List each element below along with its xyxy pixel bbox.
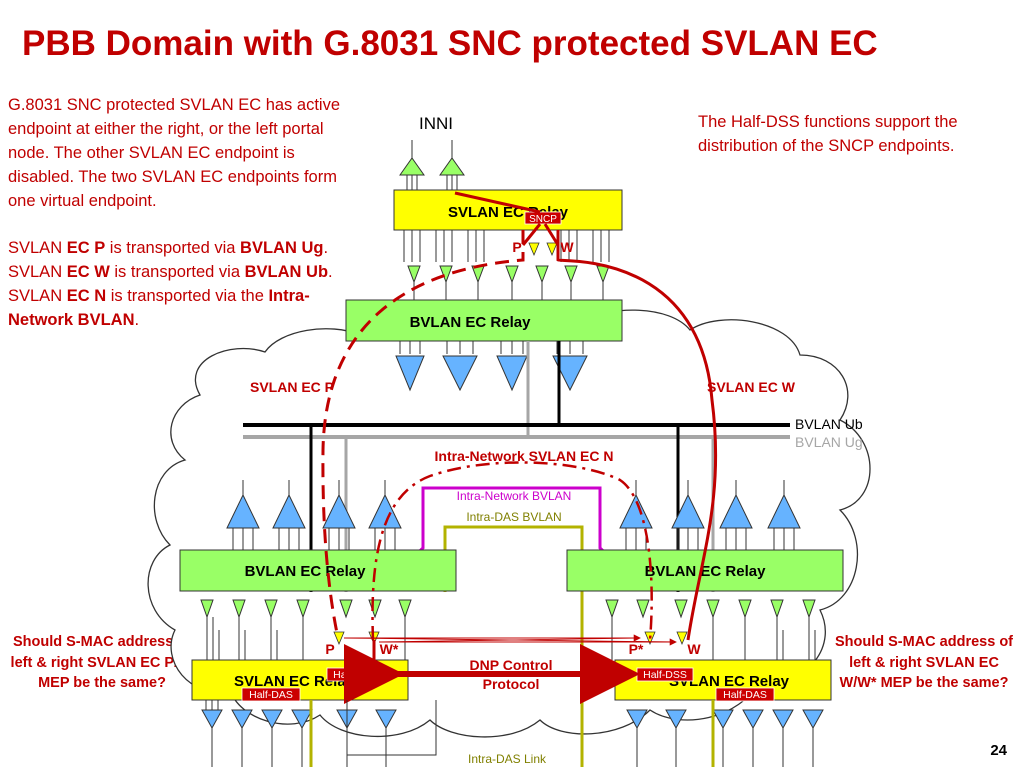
svlan-ec-p-path [321,230,525,639]
left-w-label: W* [380,641,399,657]
intra-das-link-label: Intra-DAS Link [468,752,547,766]
top-mep-icons [528,242,558,257]
top-port-stems [406,140,458,190]
intra-das-link-loop [346,700,437,756]
sncp-link [454,191,560,246]
left-bvlan-relay-label: BVLAN EC Relay [245,563,367,580]
right-p-label: P* [629,641,644,657]
bvlan-ug-label: BVLAN Ug [795,434,863,450]
lower-left-blue-ports [226,480,402,550]
center-relay-bottom-ports [395,341,588,392]
slide-title: PBB Domain with G.8031 SNC protected SVL… [22,24,878,63]
left-note-para2: SVLAN EC P is transported via BVLAN Ug. … [8,239,333,329]
right-svlan-relay-label: SVLAN EC Relay [669,673,790,690]
right-question: Should S-MAC address of left & right SVL… [834,634,1014,691]
top-relay-bottom-ports [403,230,610,300]
right-note: The Half-DSS functions support the distr… [698,113,958,155]
right-half-das-label: Half-DAS [723,689,767,701]
left-half-das-label: Half-DAS [249,689,293,701]
intra-network-svlan-ec-n-path [371,461,653,641]
top-svlan-relay [393,189,623,231]
left-note: G.8031 SNC protected SVLAN EC has active… [8,93,346,332]
center-bvlan-relay [345,299,623,342]
slide-number: 24 [990,742,1007,759]
top-inni-ports [399,157,465,176]
dnp-control-text: DNP Control Protocol [469,657,553,692]
left-question: Should S-MAC address of left & right SVL… [10,634,194,691]
right-green-ports [605,599,816,660]
top-w-label: W [560,239,574,255]
left-half-dss-label: Half-DSS [333,669,377,681]
sncp-box [524,211,562,225]
inni-label: INNI [419,114,453,133]
left-half-das [241,687,301,702]
bvlan-ub-label: BVLAN Ub [795,416,863,432]
svlan-ec-w-label: SVLAN EC W [707,379,796,395]
left-note-para1: G.8031 SNC protected SVLAN EC has active… [8,96,340,210]
right-half-das [715,687,775,702]
intra-network-bvlan-label: Intra-Network BVLAN [457,489,572,503]
right-half-dss-label: Half-DSS [643,669,687,681]
right-bvlan-relay-label: BVLAN EC Relay [645,563,767,580]
mep-cross-arrows [343,634,677,646]
intra-network-svlan-label: Intra-Network SVLAN EC N [435,448,614,464]
sncp-label: SNCP [529,214,557,225]
right-w-label: W [687,641,701,657]
svlan-ec-p-label: SVLAN EC P [250,379,334,395]
svlan-ec-w-path [556,230,718,641]
center-bvlan-relay-label: BVLAN EC Relay [410,314,532,331]
left-svlan-relay-label: SVLAN EC Relay [234,673,355,690]
intra-das-bvlan-label: Intra-DAS BVLAN [466,510,561,524]
left-bvlan-relay [179,549,457,592]
left-p-label: P [325,641,334,657]
top-p-label: P [512,239,521,255]
